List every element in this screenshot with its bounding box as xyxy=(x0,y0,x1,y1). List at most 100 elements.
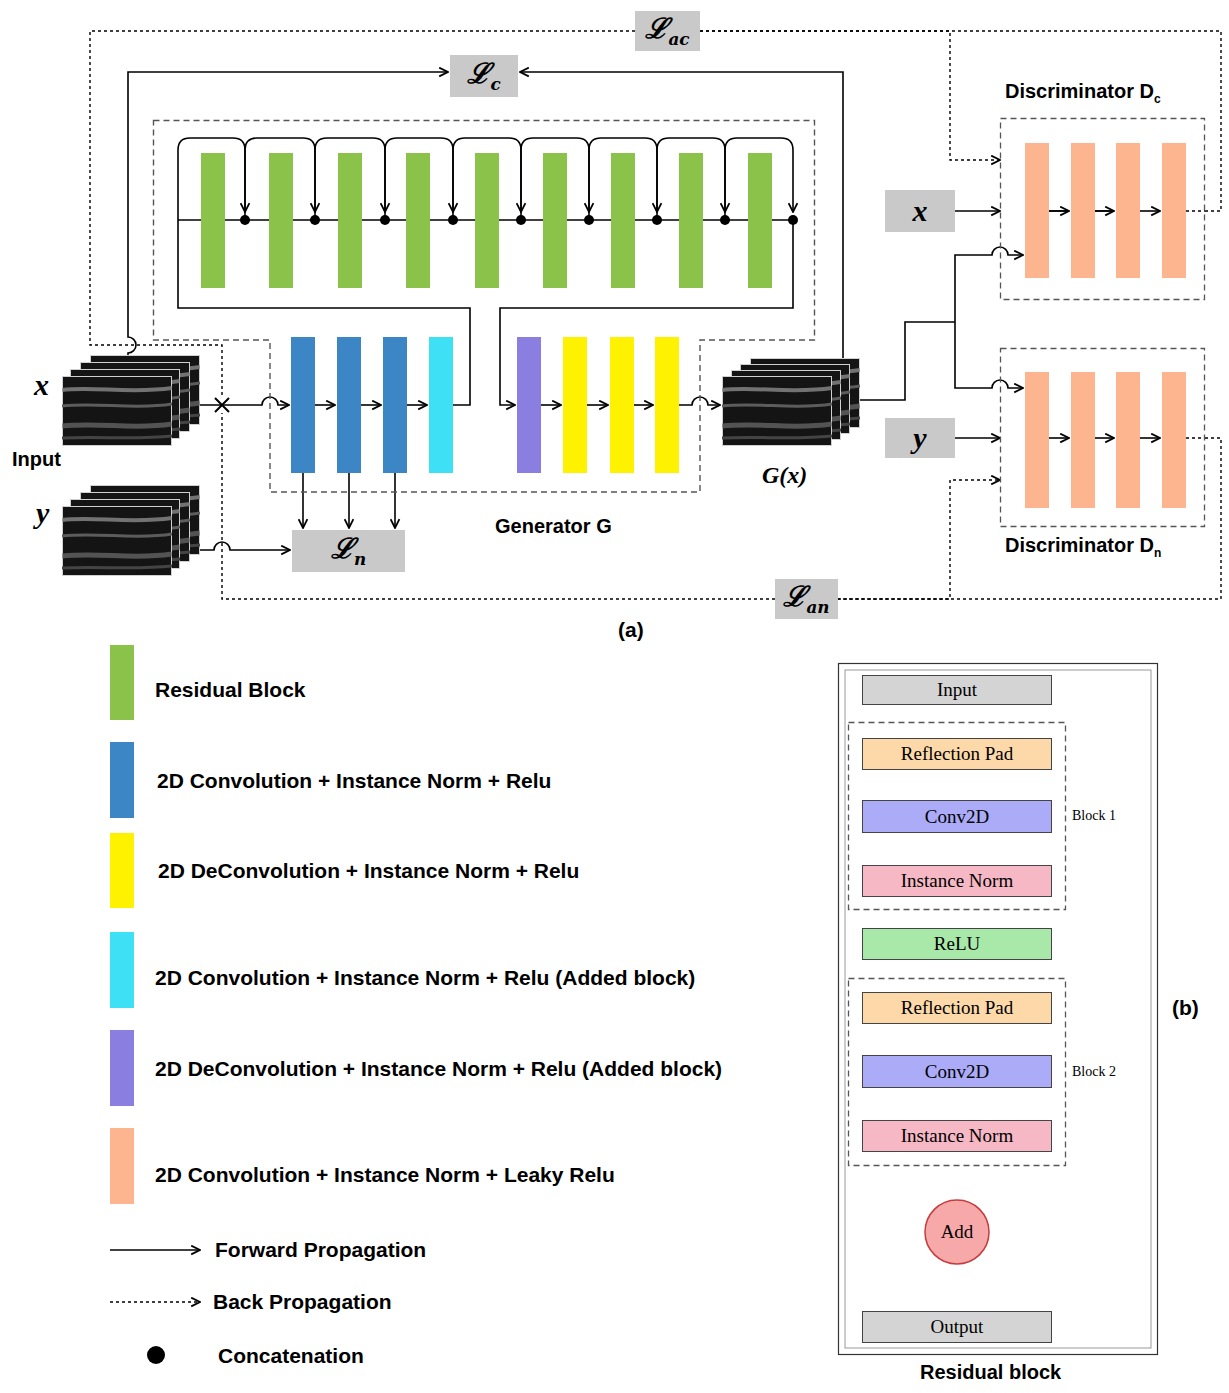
discriminator-region: Discriminator Dn xyxy=(1000,348,1205,560)
legend-text-holder: Residual Block xyxy=(155,678,306,702)
backprop-connector xyxy=(838,480,1000,599)
residual-bar xyxy=(543,153,567,288)
text-subscript: n xyxy=(1154,546,1161,560)
legend-sample xyxy=(110,1294,210,1310)
label-holder: Input xyxy=(12,448,61,471)
text-subscript: an xyxy=(806,597,829,617)
loss-name: ℒan xyxy=(783,581,829,617)
layer-box: Conv2D xyxy=(862,1055,1052,1088)
concat-dot xyxy=(652,215,662,225)
legend-text: 2D DeConvolution + Instance Norm + Relu … xyxy=(155,1057,722,1080)
label-holder: y xyxy=(36,496,49,531)
legend-text-holder: 2D Convolution + Instance Norm + Relu (A… xyxy=(155,966,695,990)
loss-box: ℒac xyxy=(635,11,700,51)
disc-bar xyxy=(1071,372,1095,508)
flow-arrow xyxy=(407,404,427,406)
legend-text: 2D DeConvolution + Instance Norm + Relu xyxy=(158,859,579,882)
discriminator-region: Discriminator Dc xyxy=(1000,80,1205,300)
conv-bar xyxy=(383,337,407,473)
circle-shape xyxy=(925,1200,989,1264)
loss-feed xyxy=(128,72,448,355)
text-subscript: ac xyxy=(668,29,689,49)
text-part: ℒ xyxy=(331,532,354,565)
layer-name: Reflection Pad xyxy=(901,997,1013,1019)
disc-bar xyxy=(1162,372,1186,508)
disc-bar xyxy=(1162,143,1186,278)
add-circle: Add xyxy=(924,1199,990,1265)
figure-label: y xyxy=(36,496,49,529)
text-subscript: n xyxy=(354,549,366,569)
deconv-bar xyxy=(610,337,634,473)
text-part: ℒ xyxy=(783,580,806,613)
flow-arrow xyxy=(1049,437,1069,439)
concat-dot xyxy=(788,215,798,225)
connector xyxy=(955,210,1000,212)
concat-dot xyxy=(720,215,730,225)
residual-bar xyxy=(269,153,293,288)
flow-arrow xyxy=(1049,210,1069,212)
figure-label: Input xyxy=(12,448,61,470)
legend-text: 2D Convolution + Instance Norm + Relu (A… xyxy=(155,966,695,989)
input-name: y xyxy=(913,421,926,456)
cross-mark xyxy=(215,398,229,412)
region-title: Discriminator Dc xyxy=(1005,80,1161,107)
loss-feed xyxy=(200,542,290,550)
backprop-connector xyxy=(838,438,1221,599)
layer-box: Conv2D xyxy=(862,800,1052,833)
ultrasound-image xyxy=(62,377,172,446)
flow-arrow xyxy=(1095,210,1114,212)
input-box: y xyxy=(885,418,955,458)
conv-bar xyxy=(337,337,361,473)
layer-name: Instance Norm xyxy=(901,870,1013,892)
layer-name: ReLU xyxy=(934,933,980,955)
input-name: x xyxy=(913,194,928,229)
legend-swatch xyxy=(110,645,134,720)
legend-text: 2D Convolution + Instance Norm + Relu xyxy=(157,769,551,792)
loss-name: ℒac xyxy=(645,13,689,49)
layer-box: Instance Norm xyxy=(862,865,1052,897)
region-outline xyxy=(153,120,815,545)
label-holder: x xyxy=(34,368,49,403)
flow-arrow xyxy=(1095,437,1114,439)
flow-arrow xyxy=(634,404,653,406)
block-group: Block 2Reflection PadConv2DInstance Norm xyxy=(848,978,1140,1166)
loss-name: ℒn xyxy=(331,533,366,569)
block-title: Block 2 xyxy=(1072,1064,1116,1080)
concat-dot xyxy=(310,215,320,225)
layer-box: ReLU xyxy=(862,928,1052,960)
ultrasound-image xyxy=(62,507,172,576)
disc-bar xyxy=(1116,143,1140,278)
layer-box: Input xyxy=(862,675,1052,705)
label-holder: (b) xyxy=(1172,996,1199,1020)
legend-swatch xyxy=(110,932,134,1008)
loss-feed xyxy=(394,473,396,528)
backprop-line xyxy=(1186,210,1205,211)
block-group: Block 1Reflection PadConv2DInstance Norm xyxy=(848,722,1140,910)
region-outline xyxy=(1000,80,1205,300)
concat-dot xyxy=(448,215,458,225)
added-deconv-bar xyxy=(517,337,541,473)
text-part: ℒ xyxy=(645,12,668,45)
loss-feed xyxy=(520,72,843,358)
flow-arrow xyxy=(541,404,561,406)
loss-box: ℒc xyxy=(450,55,518,97)
deconv-bar xyxy=(655,337,679,473)
residual-bar xyxy=(475,153,499,288)
layer-name: Conv2D xyxy=(925,806,989,828)
op-name: Add xyxy=(941,1221,974,1243)
layer-name: Reflection Pad xyxy=(901,743,1013,765)
layer-name: Input xyxy=(937,679,977,701)
figure-label: G(x) xyxy=(762,462,807,488)
panel: Residual blockInputBlock 1Reflection Pad… xyxy=(838,663,1158,1391)
ultrasound-image xyxy=(722,377,832,446)
flow-arrow xyxy=(587,404,608,406)
legend-text: 2D Convolution + Instance Norm + Leaky R… xyxy=(155,1163,615,1186)
text-subscript: c xyxy=(1154,92,1161,106)
loss-box: ℒn xyxy=(292,530,405,572)
dashed-outline xyxy=(849,723,1066,910)
region-title: Discriminator Dn xyxy=(1005,534,1161,561)
concat-dot xyxy=(147,1346,165,1364)
text-part: ℒ xyxy=(467,57,490,90)
loss-feed xyxy=(302,473,304,528)
